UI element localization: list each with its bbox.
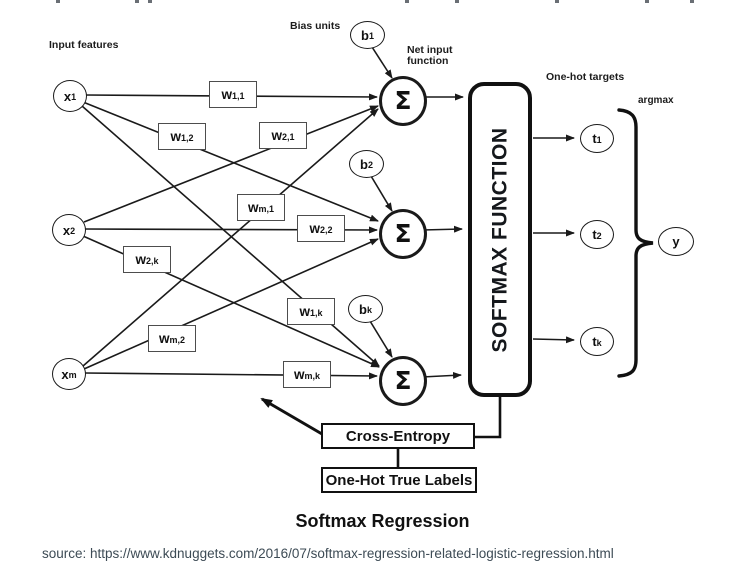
text-fragment <box>455 0 459 3</box>
edge-sum2-softmax <box>421 225 463 233</box>
source-citation: source: https://www.kdnuggets.com/2016/0… <box>42 546 614 561</box>
node-subscript: m <box>68 370 77 380</box>
text-fragment <box>690 0 694 3</box>
node-subscript: 1 <box>596 134 602 145</box>
text-fragment <box>645 0 649 3</box>
weight-subscript: 1,1 <box>232 90 245 101</box>
edge-b1-sum1 <box>371 46 393 79</box>
node-label: b <box>359 301 367 317</box>
text-fragment <box>405 0 409 3</box>
weight-label: w <box>135 252 146 267</box>
node-subscript: k <box>366 305 372 315</box>
softmax-function-label: SOFTMAX FUNCTION <box>488 127 512 352</box>
node-label: x <box>62 222 71 238</box>
edge-x1-sum2 <box>82 101 379 222</box>
connector-softmax-crossentropy <box>475 397 502 439</box>
sum-node-3: Σ <box>379 356 427 406</box>
cross-entropy-box: Cross-Entropy <box>321 423 475 449</box>
targets-brace <box>617 108 654 378</box>
arrow-crossentropy-to-network <box>260 397 323 436</box>
weight-subscript: m,2 <box>169 334 186 345</box>
edge-x2-sum1 <box>83 105 379 223</box>
edge-xm-sum1 <box>82 108 379 367</box>
weight-subscript: 1,2 <box>181 132 194 143</box>
sigma-symbol: Σ <box>394 85 412 115</box>
text-fragment <box>555 0 559 3</box>
weight-subscript: m,1 <box>258 203 275 214</box>
node-label: b <box>361 27 369 43</box>
net-input-function-label: Net input function <box>407 45 453 67</box>
node-subscript: 1 <box>71 92 77 102</box>
node-label: x <box>63 88 72 104</box>
node-subscript: 2 <box>596 230 602 241</box>
weight-label: w <box>271 128 282 143</box>
edge-sum3-softmax <box>421 371 462 379</box>
weight-subscript: 2,1 <box>282 131 295 142</box>
text-fragment <box>148 0 152 3</box>
bias-units-label: Bias units <box>290 20 341 32</box>
node-subscript: 1 <box>368 31 374 41</box>
edge-bk-sum3 <box>369 320 393 358</box>
output-node-y: y <box>658 227 694 256</box>
input-features-label: Input features <box>49 39 119 51</box>
sigma-symbol: Σ <box>394 218 412 248</box>
node-subscript: 2 <box>70 226 76 236</box>
net-input-line1: Net input <box>407 44 453 56</box>
cross-entropy-label: Cross-Entropy <box>345 427 451 445</box>
node-subscript: 2 <box>367 160 373 170</box>
text-fragment <box>56 0 60 3</box>
weight-label: w <box>293 367 305 382</box>
weight-subscript: 2,k <box>146 255 159 266</box>
diagram-title: Softmax Regression <box>295 511 470 531</box>
weight-subscript: 1,k <box>310 307 323 318</box>
node-label: x <box>61 366 69 382</box>
argmax-label: argmax <box>638 95 674 106</box>
weight-label: w <box>221 87 232 102</box>
sum-node-1: Σ <box>379 76 427 126</box>
weight-label: w <box>299 304 310 319</box>
weight-subscript: 2,2 <box>320 224 333 235</box>
node-label: b <box>360 156 368 172</box>
edge-xm-sum3 <box>84 372 378 380</box>
weight-label: w <box>247 200 259 215</box>
weight-label: w <box>158 331 170 346</box>
weight-label: w <box>170 129 181 144</box>
node-label: t <box>592 334 597 349</box>
edge-softmax-tk <box>532 336 575 344</box>
one-hot-true-labels-label: One-Hot True Labels <box>325 471 473 489</box>
text-fragment <box>135 0 139 3</box>
node-label: y <box>672 234 680 249</box>
sigma-symbol: Σ <box>394 365 412 395</box>
edge-b2-sum2 <box>370 175 393 212</box>
weight-label: w <box>309 221 320 236</box>
net-input-line2: function <box>407 55 449 67</box>
one-hot-targets-label: One-hot targets <box>546 71 625 83</box>
weight-subscript: m,k <box>304 370 321 381</box>
edge-xm-sum2 <box>83 238 379 370</box>
node-subscript: k <box>596 337 602 348</box>
one-hot-true-labels-box: One-Hot True Labels <box>321 467 477 493</box>
node-label: t <box>592 227 597 242</box>
sum-node-2: Σ <box>379 209 427 259</box>
node-label: t <box>592 131 597 146</box>
softmax-function-box: SOFTMAX FUNCTION <box>468 82 532 397</box>
